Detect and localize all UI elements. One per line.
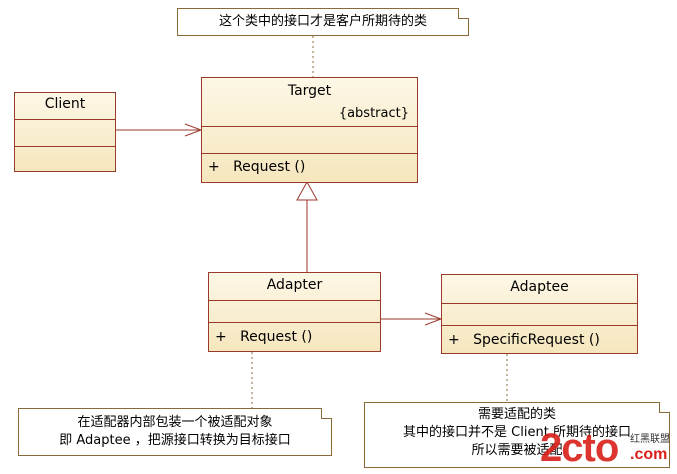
adaptee-operation: + SpecificRequest ()	[448, 332, 600, 348]
client-class[interactable]: Client	[14, 92, 116, 172]
note-fold-corner	[321, 407, 333, 419]
watermark-main: 2cto	[540, 426, 619, 470]
target-attributes-section	[202, 126, 417, 153]
target-class-name: Target	[287, 83, 332, 99]
adapter-class-name: Adapter	[266, 277, 323, 293]
client-attributes-section	[15, 119, 115, 146]
adaptee-attributes-section	[442, 303, 637, 325]
adapter-note: 在适配器内部包装一个被适配对象 即 Adaptee ，把源接口转换为目标接口	[18, 407, 333, 456]
client-operations-section	[15, 146, 115, 172]
target-operation: + Request ()	[208, 159, 306, 175]
adapter-class[interactable]: Adapter + Request ()	[208, 272, 381, 352]
adaptee-operations-section: + SpecificRequest ()	[442, 325, 637, 354]
adapter-operation: + Request ()	[215, 329, 313, 345]
adaptee-note-line-1: 需要适配的类	[477, 407, 556, 422]
adaptee-note-line-3: 所以需要被适配	[471, 443, 563, 458]
watermark-logo: 2cto 红黑联盟 .com	[540, 420, 674, 472]
watermark-suffix: .com	[630, 446, 668, 463]
adapter-operations-section: + Request ()	[209, 322, 380, 352]
adaptee-note: 需要适配的类 其中的接口并不是 Client 所期待的接口 所以需要被适配	[364, 401, 671, 468]
top-note-text: 这个类中的接口才是客户所期待的类	[218, 14, 427, 29]
client-class-name: Client	[44, 96, 86, 112]
target-operations-section: + Request ()	[202, 153, 417, 183]
target-stereotype: {abstract}	[338, 106, 409, 121]
target-class[interactable]: Target {abstract} + Request ()	[201, 77, 418, 183]
adapter-attributes-section	[209, 300, 380, 322]
top-note: 这个类中的接口才是客户所期待的类	[177, 7, 470, 36]
adapter-note-line-1: 在适配器内部包装一个被适配对象	[77, 415, 273, 430]
adaptee-class-name: Adaptee	[510, 279, 569, 295]
note-fold-corner	[659, 401, 671, 413]
adaptee-class[interactable]: Adaptee + SpecificRequest ()	[441, 274, 638, 354]
watermark-small: 红黑联盟	[630, 434, 670, 445]
adaptee-note-line-2: 其中的接口并不是 Client 所期待的接口	[403, 425, 631, 440]
adapter-note-line-2: 即 Adaptee ，把源接口转换为目标接口	[59, 433, 291, 448]
note-fold-corner	[458, 7, 470, 19]
generalization-triangle	[296, 180, 318, 201]
